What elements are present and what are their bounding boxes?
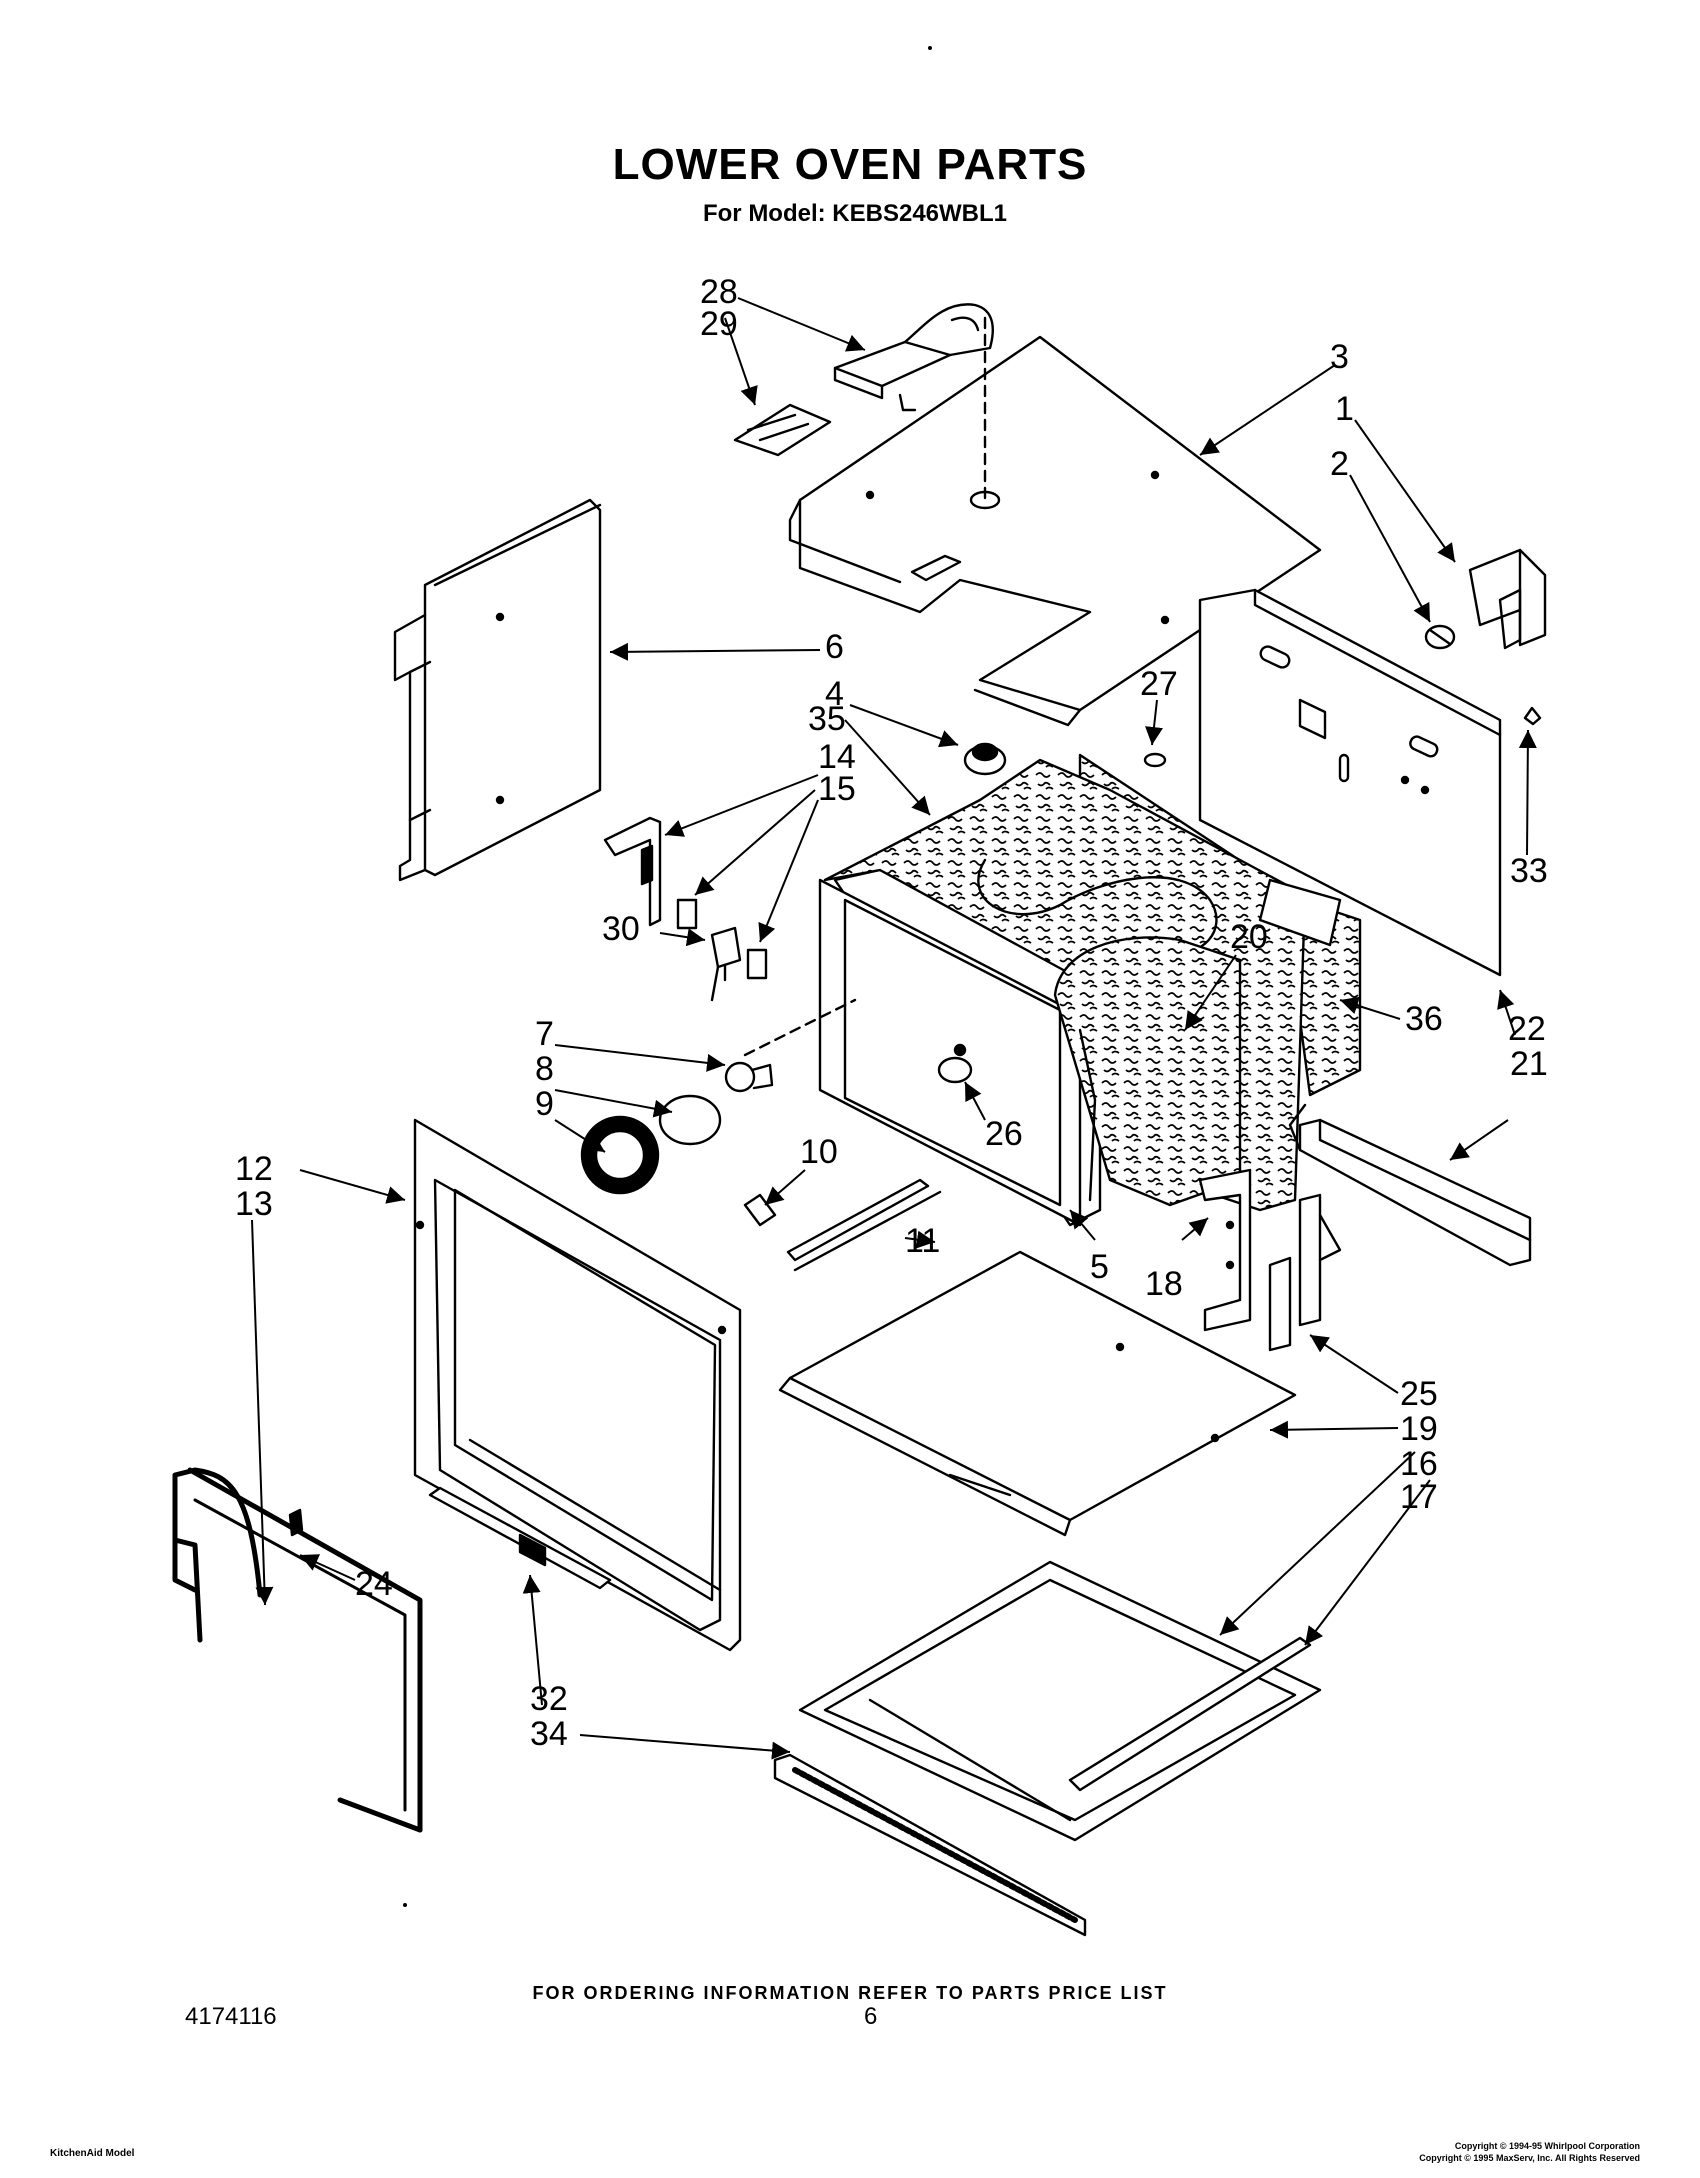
insulation-wrap-part — [823, 758, 1307, 1212]
clip-part — [743, 1193, 777, 1227]
rear-bracket-part — [1258, 878, 1342, 947]
callout-17: 17 — [1400, 1478, 1438, 1516]
model-label: KitchenAid Model — [50, 2148, 135, 2159]
page-number: 6 — [864, 2003, 878, 2030]
vent-duct-part — [833, 303, 994, 412]
callout-13: 13 — [235, 1185, 273, 1223]
callout-27: 27 — [1140, 665, 1178, 703]
ordering-info: FOR ORDERING INFORMATION REFER TO PARTS … — [532, 1983, 1168, 2003]
callout-10: 10 — [800, 1133, 838, 1171]
callout-34: 34 — [530, 1715, 568, 1753]
callout-20: 20 — [1230, 918, 1268, 956]
callout-36: 36 — [1405, 1000, 1443, 1038]
latch-part — [1268, 1193, 1342, 1352]
callout-6: 6 — [825, 628, 844, 666]
callout-7: 7 — [535, 1015, 554, 1053]
gasket-strip-part — [786, 1178, 942, 1272]
callout-33: 33 — [1510, 852, 1548, 890]
callout-5: 5 — [1090, 1248, 1109, 1286]
callout-16: 16 — [1400, 1445, 1438, 1483]
copyright-notice: Copyright © 1994-95 Whirlpool Corporatio… — [1419, 2140, 1640, 2164]
callout-26: 26 — [985, 1115, 1023, 1153]
callout-1: 1 — [1335, 390, 1354, 428]
callout-labels: 28 29 3 1 2 6 27 4 35 14 15 33 30 20 36 … — [235, 273, 1548, 1753]
callout-21: 21 — [1510, 1045, 1548, 1083]
callout-19: 19 — [1400, 1410, 1438, 1448]
callout-35: 35 — [808, 700, 846, 738]
door-gasket-part — [172, 1467, 423, 1833]
page-title: LOWER OVEN PARTS — [612, 140, 1088, 189]
callout-29: 29 — [700, 305, 738, 343]
sensor-bracket-part — [603, 816, 662, 927]
oven-light-part — [580, 1061, 774, 1195]
callout-4: 4 — [825, 675, 844, 713]
callout-2: 2 — [1330, 445, 1349, 483]
callout-15: 15 — [818, 770, 856, 808]
callout-3: 3 — [1330, 338, 1349, 376]
copyright-line-1: Copyright © 1994-95 Whirlpool Corporatio… — [1454, 2141, 1640, 2151]
element-tray-part — [798, 1560, 1322, 1842]
hinge-bracket-part — [1424, 548, 1547, 650]
top-panel-part — [788, 335, 1322, 727]
grommet-part — [1143, 752, 1167, 768]
copyright-line-2: Copyright © 1995 MaxServ, Inc. All Right… — [1419, 2153, 1640, 2163]
screw-part — [1523, 706, 1542, 726]
callout-9: 9 — [535, 1085, 554, 1123]
sensor-part — [710, 926, 742, 1002]
scan-specks — [403, 46, 932, 1907]
model-subtitle: For Model: KEBS246WBL1 — [702, 200, 1008, 227]
callout-12: 12 — [235, 1150, 273, 1188]
thermostat-part — [963, 742, 1007, 776]
gasket-part-a — [676, 898, 698, 930]
callout-32: 32 — [530, 1680, 568, 1718]
door-stop-part — [288, 1508, 304, 1537]
callout-8: 8 — [535, 1050, 554, 1088]
rail-part — [1288, 1103, 1532, 1267]
callout-22: 22 — [1508, 1010, 1546, 1048]
bottom-panel-part — [778, 1250, 1297, 1537]
side-panel-right-part — [1198, 588, 1502, 977]
callout-11: 11 — [905, 1222, 940, 1260]
vent-bracket-part — [733, 403, 832, 457]
document-number: 4174116 — [185, 2003, 277, 2030]
callout-28: 28 — [700, 273, 738, 311]
handle-bracket-part — [428, 1486, 612, 1590]
leader-lines — [251, 297, 1537, 1760]
gasket-part-b — [746, 948, 768, 980]
callout-25: 25 — [1400, 1375, 1438, 1413]
callout-30: 30 — [602, 910, 640, 948]
callout-18: 18 — [1145, 1265, 1183, 1303]
callout-24: 24 — [355, 1565, 393, 1603]
side-support-part — [1198, 1168, 1252, 1332]
callout-14: 14 — [818, 738, 856, 776]
side-panel-left-part — [393, 498, 602, 882]
